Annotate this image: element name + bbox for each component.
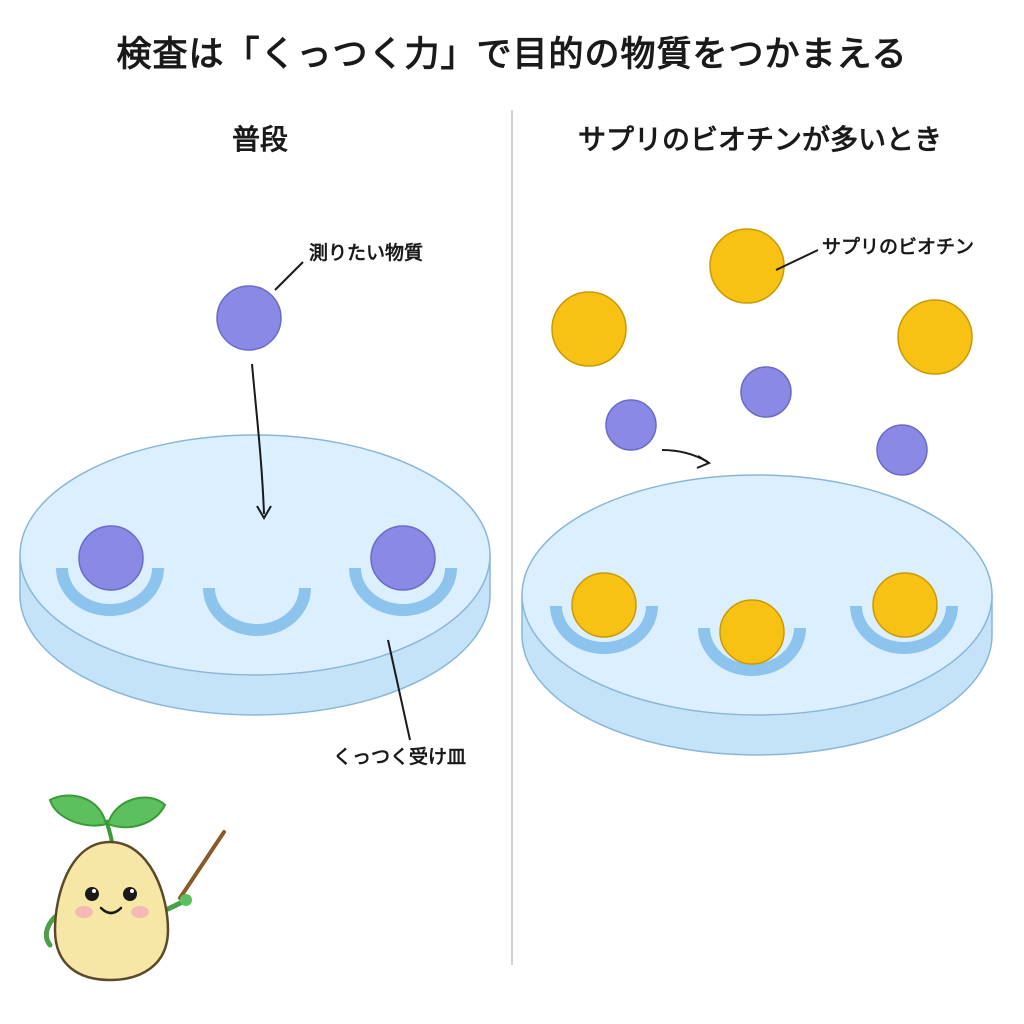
target-substance-free-3 <box>876 424 928 476</box>
sprout-mascot <box>44 794 226 982</box>
callout-line-biotin <box>775 249 819 271</box>
cup-right-3 <box>850 605 958 654</box>
fall-arrow-head <box>256 505 272 520</box>
target-substance-free-1 <box>740 366 792 418</box>
label-binding-plate: くっつく受け皿 <box>333 746 467 768</box>
plate-top <box>521 474 993 716</box>
mascot-cheek-right <box>131 906 149 918</box>
label-target-substance: 測りたい物質 <box>309 242 424 264</box>
cup-left-1 <box>56 567 164 616</box>
pointer-stick <box>178 830 226 900</box>
cup-left-3 <box>349 567 457 616</box>
mascot-smile <box>99 906 123 915</box>
target-substance-bound-1 <box>78 525 144 591</box>
blocked-arrow-line <box>661 449 709 463</box>
plate-top <box>19 434 491 676</box>
biotin-bound-1 <box>571 572 637 638</box>
panel-heading-normal: 普段 <box>231 123 288 156</box>
mascot-cheek-left <box>75 906 93 918</box>
target-substance-bound-2 <box>370 525 436 591</box>
fall-arrow-line <box>251 363 265 515</box>
callout-line-plate <box>387 639 411 741</box>
target-substance-free-2 <box>605 399 657 451</box>
target-substance-free <box>216 285 282 351</box>
sprout-leaf-left <box>48 794 108 827</box>
sprout-stem <box>104 819 114 843</box>
biotin-bound-2 <box>719 599 785 665</box>
page-title: 検査は「くっつく力」で目的の物質をつかまえる <box>116 35 908 75</box>
blocked-arrow-head <box>696 455 712 469</box>
biotin-free-1 <box>709 228 785 304</box>
cup-right-2 <box>698 627 806 676</box>
mascot-eye-left <box>85 887 99 901</box>
cup-left-2 <box>203 587 311 636</box>
mascot-eye-right <box>123 887 137 901</box>
label-supplement-biotin: サプリのビオチン <box>822 236 975 258</box>
sprout-leaf-right <box>106 796 167 829</box>
panel-heading-biotin: サプリのビオチンが多いとき <box>577 123 942 156</box>
biotin-free-3 <box>897 299 973 375</box>
cup-right-1 <box>550 605 658 654</box>
biotin-bound-3 <box>872 572 938 638</box>
mascot-hand <box>180 894 192 906</box>
mascot-body <box>53 840 170 982</box>
biotin-free-2 <box>551 291 627 367</box>
callout-line-target <box>274 261 304 291</box>
